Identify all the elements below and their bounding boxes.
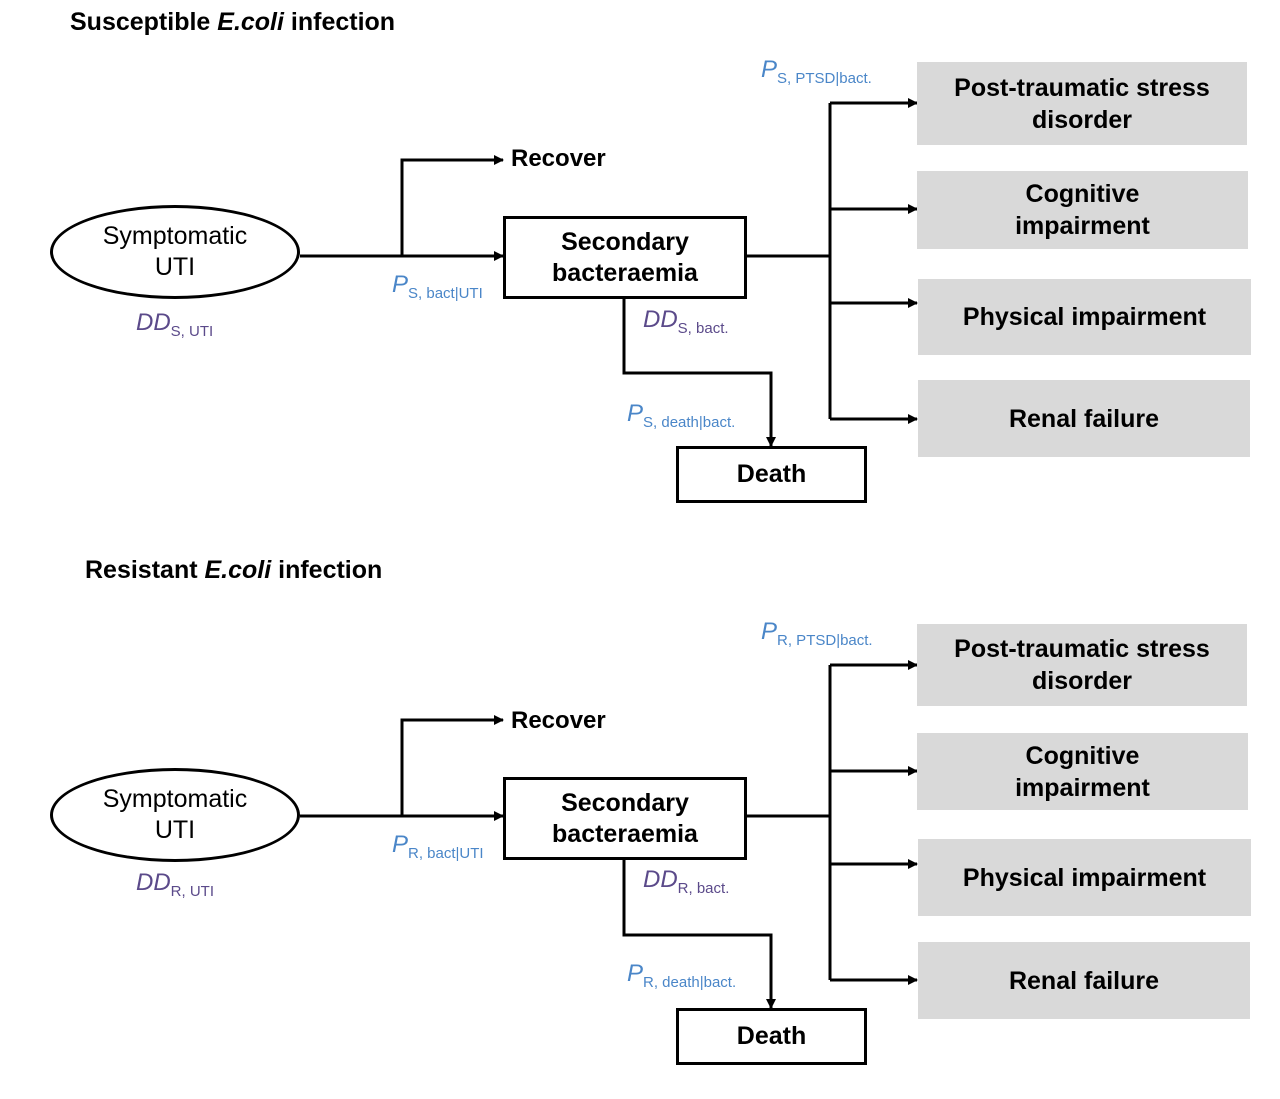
param-symbol: DD: [643, 866, 678, 893]
outcome-ptsd: Post-traumatic stress disorder: [917, 62, 1247, 145]
param-subscript: S, UTI: [170, 323, 214, 340]
panel-susceptible: Susceptible E.coli infection Symptomatic…: [0, 0, 1280, 537]
outcome-physical-impairment: Physical impairment: [918, 839, 1251, 916]
param-dd-bact: DDR, bact.: [643, 866, 729, 897]
param-subscript: R, PTSD|bact.: [777, 632, 873, 649]
outcome-cognitive-impairment: Cognitive impairment: [917, 171, 1248, 249]
connector-lines: [300, 660, 918, 1009]
param-subscript: S, bact.: [677, 320, 729, 337]
edge-uti-to-recover: [400, 715, 504, 816]
param-symbol: DD: [136, 309, 171, 336]
param-symbol: P: [392, 271, 409, 298]
edge-uti-to-recover: [400, 155, 504, 256]
panel-heading: Resistant E.coli infection: [85, 556, 382, 585]
param-dd-bact: DDS, bact.: [643, 306, 729, 337]
outcome-physical-impairment: Physical impairment: [918, 279, 1251, 355]
param-p-bact-uti: PR, bact|UTI: [392, 831, 484, 862]
param-p-ptsd-bact: PR, PTSD|bact.: [761, 618, 873, 649]
param-p-death-bact: PS, death|bact.: [627, 400, 735, 431]
outcome-renal-failure: Renal failure: [918, 380, 1250, 457]
death-node: Death: [676, 446, 867, 503]
param-subscript: S, bact|UTI: [408, 285, 483, 302]
param-symbol: P: [761, 56, 778, 83]
panel-heading: Susceptible E.coli infection: [70, 8, 395, 37]
param-p-ptsd-bact: PS, PTSD|bact.: [761, 56, 872, 87]
edge-bacteraemia-to-death: [622, 859, 776, 1009]
outcome-cognitive-impairment: Cognitive impairment: [917, 733, 1248, 810]
param-symbol: DD: [136, 869, 171, 896]
param-dd-uti: DDR, UTI: [136, 869, 214, 900]
param-subscript: S, death|bact.: [643, 414, 736, 431]
secondary-bacteraemia-node: Secondary bacteraemia: [503, 216, 747, 299]
param-symbol: P: [627, 400, 644, 427]
param-p-death-bact: PR, death|bact.: [627, 960, 736, 991]
outcome-renal-failure: Renal failure: [918, 942, 1250, 1019]
symptomatic-uti-node: Symptomatic UTI: [50, 768, 300, 862]
param-subscript: S, PTSD|bact.: [777, 70, 872, 87]
connector-lines: [300, 98, 918, 447]
param-p-bact-uti: PS, bact|UTI: [392, 271, 483, 302]
param-subscript: R, bact|UTI: [408, 845, 484, 862]
heading-organism: E.coli: [217, 8, 284, 36]
secondary-bacteraemia-node: Secondary bacteraemia: [503, 777, 747, 860]
heading-organism: E.coli: [204, 556, 272, 584]
recover-label: Recover: [511, 707, 606, 734]
param-subscript: R, UTI: [170, 883, 215, 900]
edge-bacteraemia-to-death: [622, 298, 776, 447]
heading-text: Resistant: [85, 556, 205, 584]
param-symbol: P: [392, 831, 409, 858]
param-subscript: R, bact.: [677, 880, 730, 897]
recover-label: Recover: [511, 145, 606, 172]
panel-resistant: Resistant E.coli infection Symptomatic U…: [0, 556, 1280, 1099]
outcome-ptsd: Post-traumatic stress disorder: [917, 624, 1247, 706]
param-symbol: P: [627, 960, 644, 987]
death-node: Death: [676, 1008, 867, 1065]
param-symbol: P: [761, 618, 778, 645]
heading-text-end: infection: [271, 556, 383, 584]
param-symbol: DD: [643, 306, 678, 333]
symptomatic-uti-node: Symptomatic UTI: [50, 205, 300, 299]
heading-text-end: infection: [283, 8, 396, 36]
param-dd-uti: DDS, UTI: [136, 309, 213, 340]
param-subscript: R, death|bact.: [643, 974, 737, 991]
heading-text: Susceptible: [70, 8, 218, 36]
